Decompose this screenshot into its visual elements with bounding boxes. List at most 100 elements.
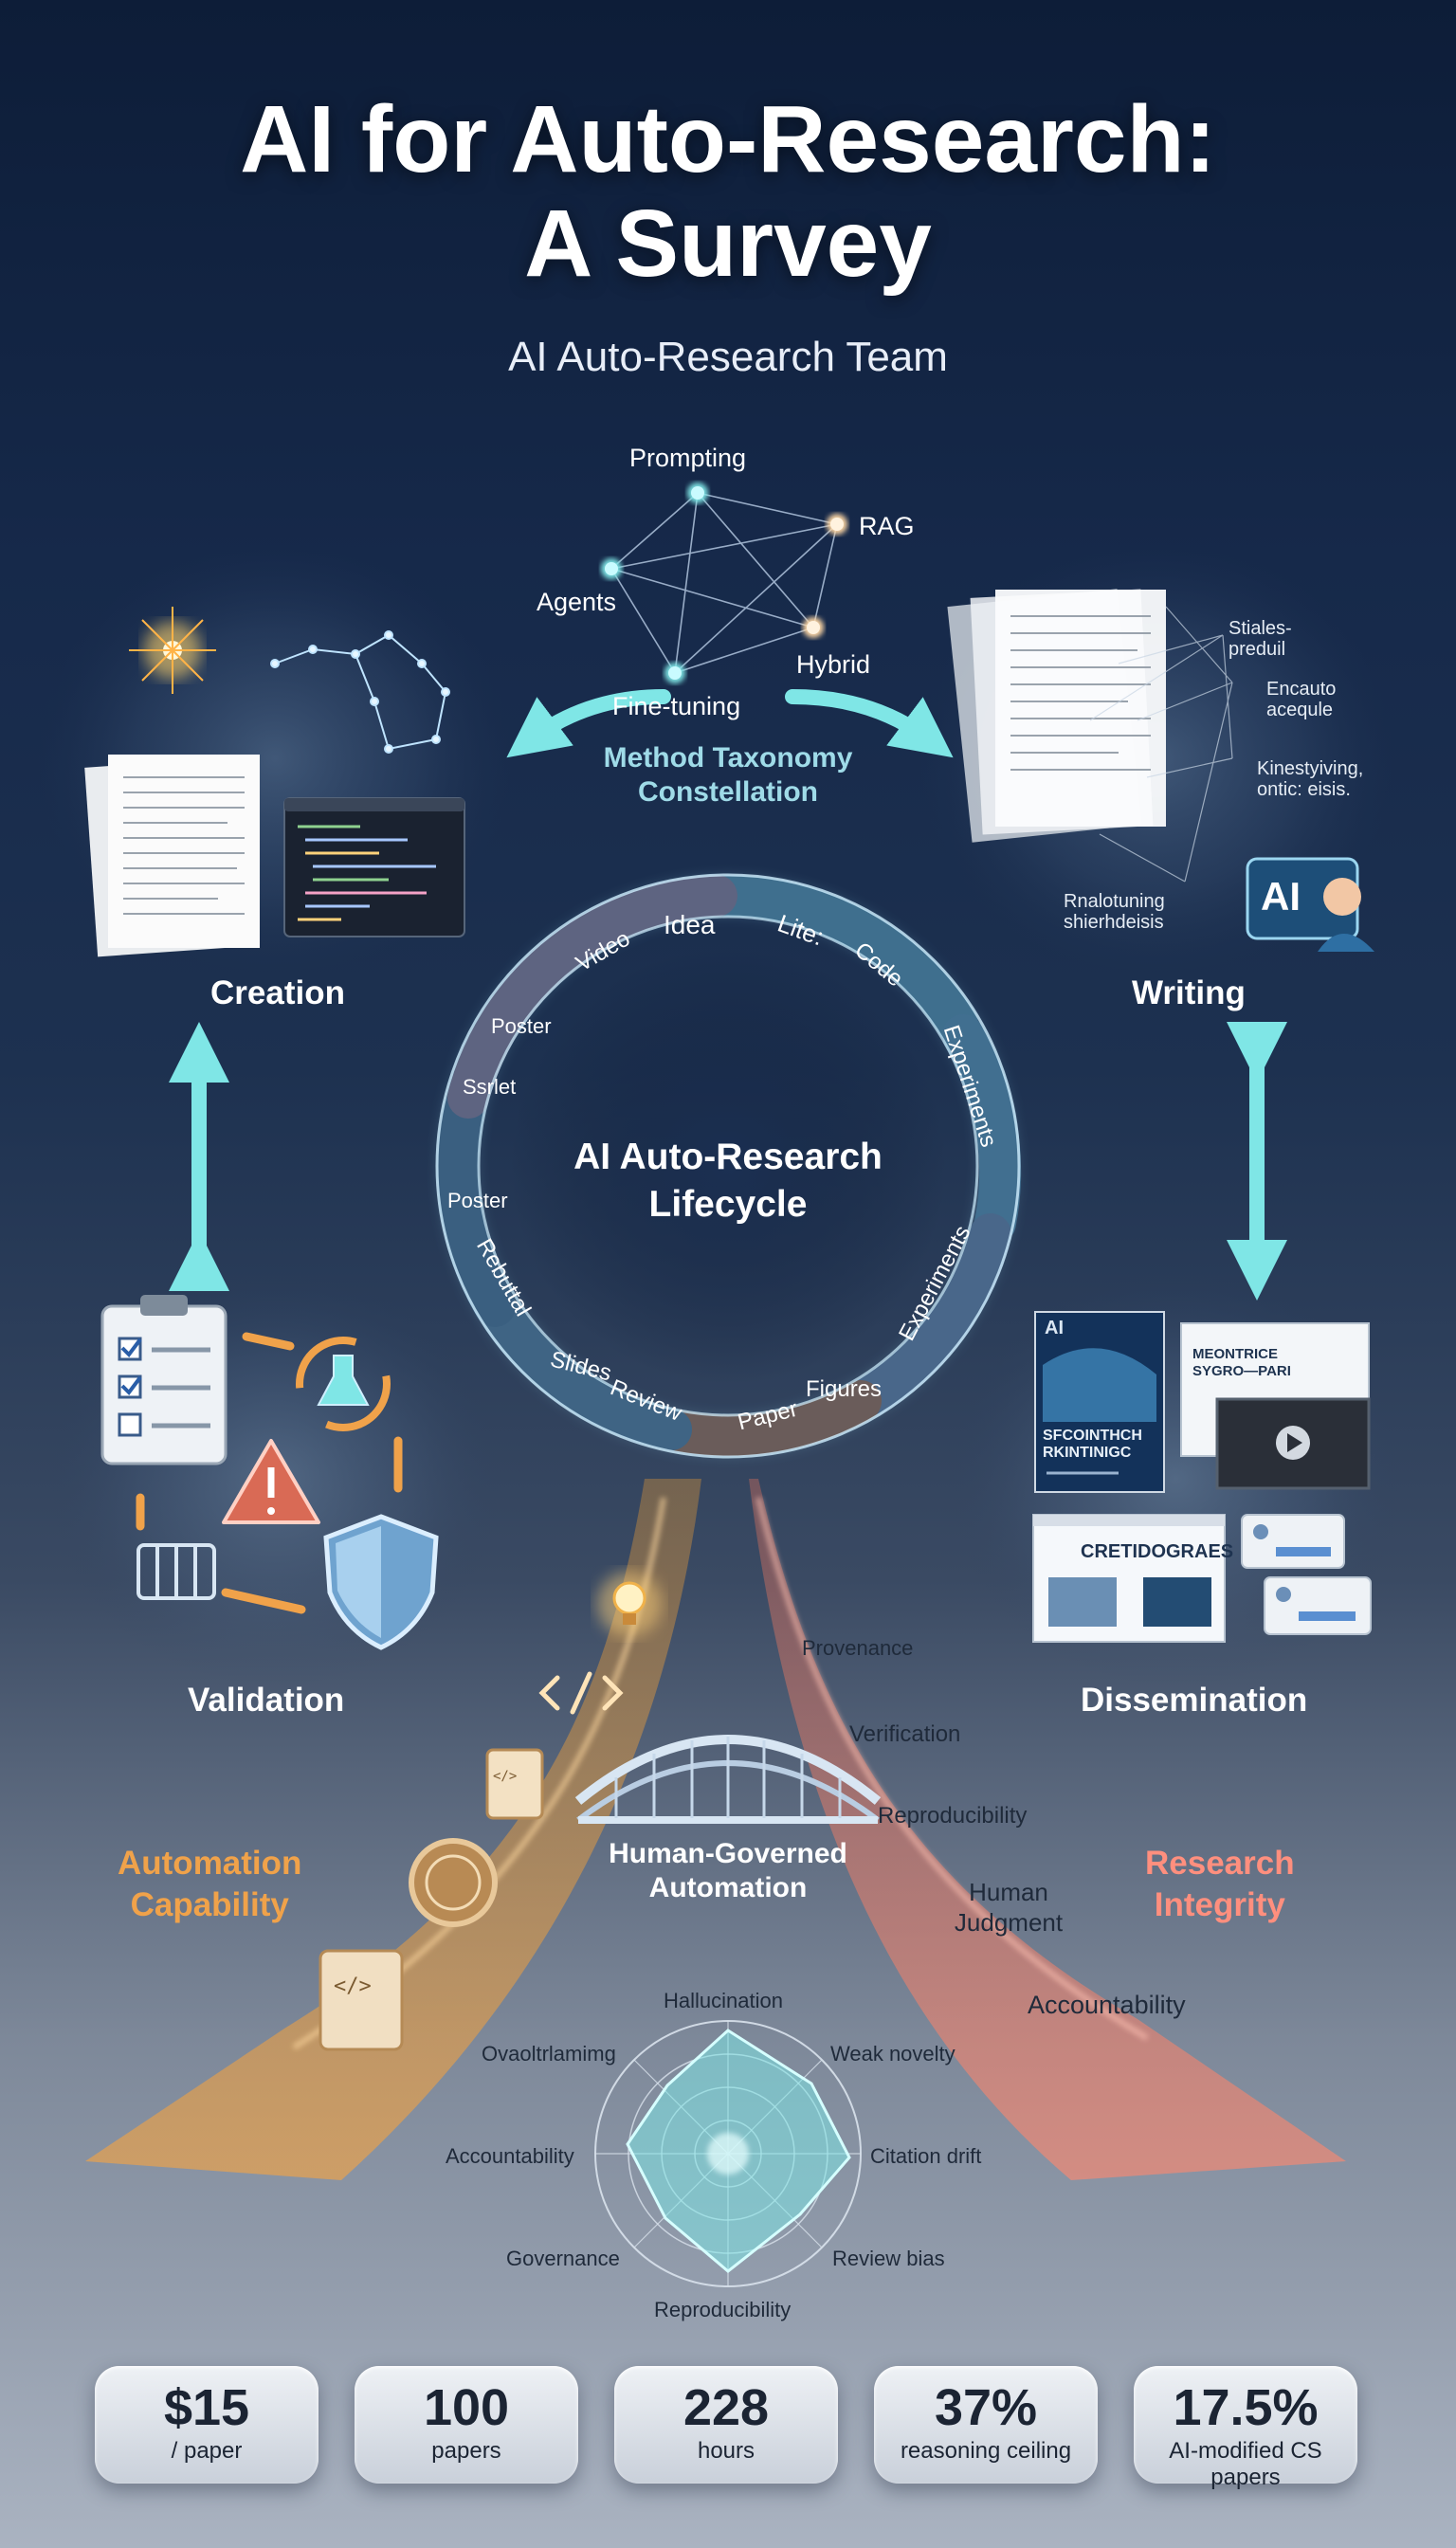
stat-caption: AI-modified CS papers	[1169, 2438, 1322, 2490]
writing-note-2: Encauto acequle	[1266, 679, 1337, 720]
creation-code-window-icon	[283, 797, 465, 937]
segment-label-poster-1: Poster	[491, 1014, 552, 1038]
dissemination-webpage-icon	[1032, 1514, 1226, 1643]
validation-warning-icon	[222, 1439, 320, 1524]
stat-caption: reasoning ceiling	[900, 2438, 1072, 2464]
risk-radar	[594, 2020, 862, 2287]
dissemination-social-cards	[1241, 1514, 1372, 1635]
stat-value: 17.5%	[1173, 2379, 1319, 2436]
automation-label-line-1: Automation	[118, 1845, 302, 1882]
arrow-to-creation-icon	[506, 689, 671, 758]
page-title: AI for Auto-Research: A Survey	[0, 87, 1456, 296]
stat-card-cost: $15 / paper	[95, 2366, 318, 2484]
taxonomy-label-rag: RAG	[859, 512, 915, 540]
radar-label-governance: Governance	[506, 2247, 620, 2270]
stat-caption: hours	[697, 2438, 755, 2464]
scroll-code-icon: </>	[318, 1949, 404, 2051]
stage-label-dissemination: Dissemination	[1081, 1682, 1308, 1719]
integrity-label-line-1: Research	[1145, 1845, 1295, 1882]
segment-label-ssrlet: Ssrlet	[463, 1075, 517, 1099]
radar-label-reproducibility: Reproducibility	[654, 2298, 792, 2321]
svg-text:</>: </>	[493, 1769, 517, 1784]
research-integrity-label: Research Integrity	[1145, 1843, 1295, 1926]
creation-paper-icon	[84, 755, 260, 957]
lifecycle-ring	[436, 875, 1022, 1457]
bridge-label: Human-Governed Automation	[567, 1837, 889, 1905]
stat-card-papers: 100 papers	[355, 2366, 578, 2484]
radar-label-review-bias: Review bias	[832, 2247, 945, 2270]
stat-card-ai-modified: 17.5% AI-modified CS papers	[1134, 2366, 1357, 2490]
stage-label-validation: Validation	[188, 1682, 345, 1719]
integrity-item-verification: Verification	[849, 1721, 961, 1747]
validation-orange-arrows	[136, 1332, 403, 1614]
taxonomy-label-prompting: Prompting	[629, 444, 747, 472]
stat-value: 37%	[934, 2379, 1038, 2436]
lifecycle-ring-inner-outline	[477, 915, 979, 1417]
integrity-item-accountability: Accountability	[1028, 1991, 1186, 2019]
stat-value: $15	[163, 2379, 250, 2436]
taxonomy-node-agents-core	[605, 562, 618, 575]
integrity-label-line-2: Integrity	[1154, 1886, 1285, 1923]
code-tag-icon	[538, 1671, 624, 1715]
dissemination-slide-icon	[1180, 1322, 1371, 1490]
scroll-icon: </>	[485, 1748, 544, 1820]
bridge-label-line-1: Human-Governed	[609, 1838, 847, 1869]
writing-papers-icon	[947, 589, 1166, 843]
dissemination-slide-title: MEONTRICE SYGRO—PARI	[1192, 1346, 1291, 1379]
integrity-road-highlight	[755, 1497, 1149, 2041]
title-line-1: AI for Auto-Research:	[240, 86, 1216, 192]
writing-note-1: Stiales- preduil	[1228, 618, 1292, 660]
taxonomy-label-finetuning: Fine-tuning	[612, 692, 741, 720]
lifecycle-title-line-2: Lifecycle	[648, 1184, 808, 1225]
radar-label-overclaiming: Ovaoltrlamimg	[482, 2042, 616, 2066]
bridge-label-line-2: Automation	[648, 1872, 808, 1903]
research-integrity-road	[749, 1479, 1346, 2180]
integrity-item-human-judgment: Human Judgment	[954, 1878, 1064, 1937]
segment-label-poster-2: Poster	[447, 1189, 508, 1212]
segment-label-figures: Figures	[806, 1376, 883, 1402]
stat-card-reasoning: 37% reasoning ceiling	[874, 2366, 1098, 2484]
creation-constellation-icon	[270, 630, 450, 754]
lifecycle-center-glow	[510, 948, 946, 1384]
validation-checklist-icon	[100, 1295, 228, 1465]
dissemination-page-title: CRETIDOGRAES	[1081, 1541, 1234, 1562]
svg-text:</>: </>	[334, 1975, 372, 1998]
taxonomy-label-hybrid: Hybrid	[796, 650, 871, 679]
validation-scale-icon	[136, 1543, 216, 1600]
taxonomy-caption: Method Taxonomy Constellation	[538, 741, 918, 810]
radar-label-accountability: Accountability	[446, 2144, 574, 2168]
page-subtitle: AI Auto-Research Team	[508, 334, 948, 380]
stage-label-writing: Writing	[1132, 974, 1246, 1011]
taxonomy-node-hybrid-core	[807, 621, 820, 634]
method-taxonomy-network	[610, 492, 838, 674]
stat-caption: / paper	[171, 2438, 243, 2464]
taxonomy-node-prompting-core	[691, 486, 704, 500]
taxonomy-node-rag-core	[830, 518, 844, 531]
stat-card-hours: 228 hours	[614, 2366, 838, 2484]
lifecycle-ring-outline	[435, 873, 1021, 1459]
writing-note-3: Kinestyiving, ontic: eisis.	[1257, 758, 1364, 800]
seal-badge-icon	[409, 1838, 498, 1927]
taxonomy-caption-line-2: Constellation	[637, 776, 818, 808]
creation-sparkle-icon	[129, 607, 216, 694]
integrity-item-reproducibility: Reproducibility	[878, 1803, 1028, 1829]
radar-label-weak-novelty: Weak novelty	[830, 2042, 956, 2066]
stat-caption: papers	[431, 2438, 501, 2464]
lifecycle-title: AI Auto-Research Lifecycle	[538, 1134, 918, 1228]
taxonomy-label-agents: Agents	[537, 588, 617, 616]
writing-ai-assistant-icon	[1246, 857, 1374, 952]
stat-value: 228	[682, 2379, 770, 2436]
lightbulb-icon	[597, 1572, 662, 1636]
taxonomy-node-finetuning-core	[668, 666, 682, 680]
dissemination-journal-icon	[1034, 1311, 1165, 1493]
bridge-icon	[574, 1735, 882, 1824]
stat-value: 100	[423, 2379, 510, 2436]
writing-note-4: Rnalotuning shierhdeisis	[1064, 891, 1165, 933]
taxonomy-caption-line-1: Method Taxonomy	[603, 742, 853, 774]
segment-label-idea: Idea	[664, 910, 716, 939]
validation-flask-cycle-icon	[296, 1337, 391, 1431]
arrow-to-writing-icon	[785, 689, 954, 758]
automation-label-line-2: Capability	[130, 1886, 289, 1923]
radar-label-hallucination: Hallucination	[664, 1989, 783, 2012]
